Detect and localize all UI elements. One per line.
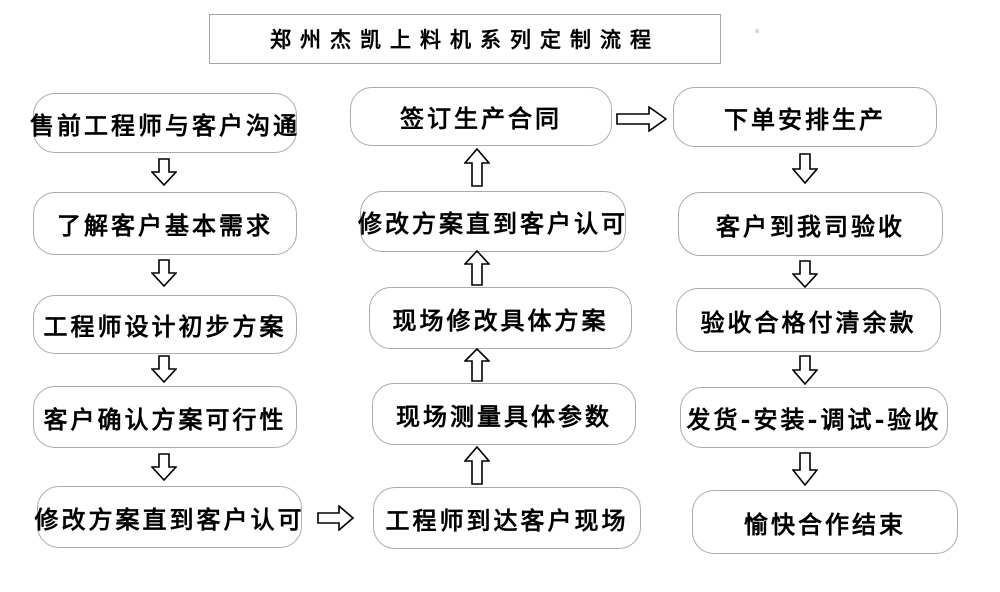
- node-left-1: 售前工程师与客户沟通: [30, 93, 297, 153]
- node-middle-2: 修改方案直到客户认可: [358, 191, 626, 252]
- arrow-down-icon: [151, 453, 177, 481]
- arrow-down-icon: [792, 355, 818, 385]
- arrow-up-icon: [464, 250, 490, 286]
- arrow-down-icon: [151, 158, 177, 186]
- arrow-down-icon: [792, 260, 818, 288]
- node-left-2: 了解客户基本需求: [33, 192, 297, 255]
- arrow-down-icon: [792, 452, 818, 486]
- node-left-3: 工程师设计初步方案: [33, 295, 297, 354]
- node-middle-4: 现场测量具体参数: [372, 383, 636, 445]
- arrow-right-icon: [317, 505, 354, 531]
- flowchart-title: 郑州杰凯上料机系列定制流程: [209, 14, 721, 64]
- node-right-5: 愉快合作结束: [692, 490, 958, 554]
- node-middle-3: 现场修改具体方案: [369, 287, 632, 349]
- node-right-1: 下单安排生产: [673, 87, 937, 147]
- arrow-right-icon: [616, 106, 667, 132]
- node-middle-1: 签订生产合同: [350, 87, 612, 146]
- node-left-5: 修改方案直到客户认可: [35, 486, 302, 548]
- arrow-up-icon: [464, 348, 490, 382]
- arrow-down-icon: [792, 153, 818, 184]
- arrow-down-icon: [151, 259, 177, 287]
- node-middle-5: 工程师到达客户现场: [373, 487, 641, 549]
- node-left-4: 客户确认方案可行性: [33, 386, 297, 448]
- stray-dot: [755, 29, 759, 33]
- node-right-3: 验收合格付清余款: [676, 288, 941, 352]
- arrow-up-icon: [464, 446, 490, 485]
- node-right-2: 客户到我司验收: [678, 192, 943, 256]
- arrow-down-icon: [151, 355, 177, 383]
- node-right-4: 发货-安装-调试-验收: [680, 387, 948, 448]
- arrow-up-icon: [464, 148, 490, 187]
